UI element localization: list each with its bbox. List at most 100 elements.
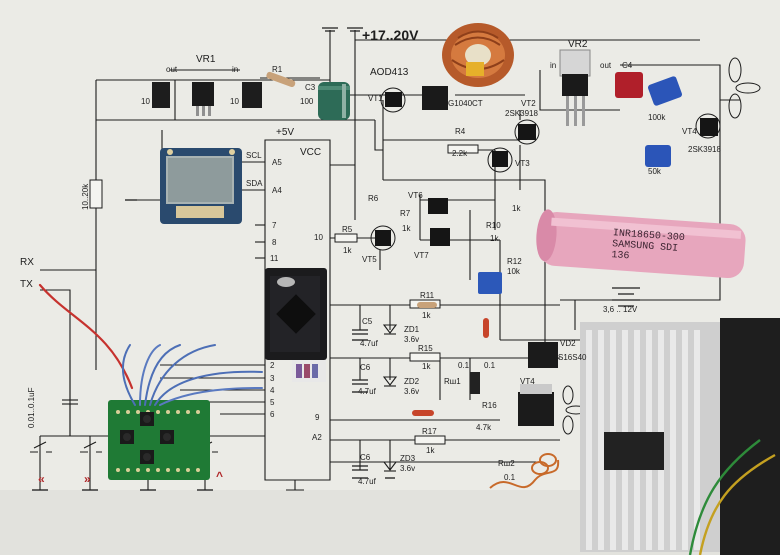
battery-range-label: 3,6 .. 12V bbox=[603, 305, 638, 314]
pin8-label: 8 bbox=[272, 238, 277, 247]
vr1-regulator bbox=[192, 82, 214, 116]
r12-label: R12 bbox=[507, 257, 522, 266]
vt4-top-part: 2SK3918 bbox=[688, 145, 721, 154]
pin4-label: 4 bbox=[270, 386, 275, 395]
pot-label: 100k bbox=[648, 113, 666, 122]
right-button-arrow: » bbox=[84, 472, 91, 486]
c1-label: 10 bbox=[141, 97, 150, 106]
r10-label: R10 bbox=[486, 221, 501, 230]
r17-label: R17 bbox=[422, 427, 437, 436]
c5-value: 4.7uf bbox=[360, 339, 378, 348]
zd1-value: 3.6v bbox=[404, 335, 420, 344]
a4-label: A4 bbox=[272, 186, 282, 195]
c6b-value: 4.7uf bbox=[358, 477, 376, 486]
shunt-rsh2 bbox=[489, 453, 560, 489]
vr1-label: VR1 bbox=[196, 54, 216, 65]
r17-value: 1k bbox=[426, 446, 435, 455]
vt4-top-label: VT4 bbox=[682, 127, 697, 136]
vt6-label: VT6 bbox=[408, 191, 423, 200]
c4-label: C4 bbox=[622, 61, 633, 70]
pin10-label: 10 bbox=[314, 233, 323, 242]
sda-label: SDA bbox=[246, 179, 263, 188]
zd1-label: ZD1 bbox=[404, 325, 420, 334]
rsh1-value-b: 0.1 bbox=[484, 361, 496, 370]
mcu-board bbox=[265, 268, 327, 382]
up-button-arrow: ^ bbox=[216, 469, 224, 483]
r4-label: R4 bbox=[455, 127, 466, 136]
toroid-inductor bbox=[442, 23, 514, 87]
cpu-supply-label: +5V bbox=[276, 127, 295, 138]
tx-label: TX bbox=[20, 279, 33, 290]
vd2-part: S16S40 bbox=[558, 353, 587, 362]
heatsink bbox=[580, 318, 780, 555]
rsh1-value-a: 0.1 bbox=[458, 361, 470, 370]
r5-label: R5 bbox=[342, 225, 353, 234]
zd2-value: 3.6v bbox=[404, 387, 420, 396]
zd3-value: 3.6v bbox=[400, 464, 416, 473]
left-button-arrow: « bbox=[38, 472, 45, 486]
c4-capacitor-red bbox=[615, 72, 643, 98]
vr2-label: VR2 bbox=[568, 39, 588, 50]
axial-resistors bbox=[412, 302, 489, 416]
vd2-diode bbox=[528, 342, 558, 368]
battery-cell bbox=[536, 209, 746, 279]
r1-label: R1 bbox=[272, 65, 283, 74]
pin11-label: 11 bbox=[270, 254, 279, 263]
rx-label: RX bbox=[20, 257, 34, 268]
c3-value: 100 bbox=[300, 97, 314, 106]
c2-capacitor bbox=[242, 82, 262, 108]
r10-value: 1k bbox=[490, 234, 499, 243]
diode-icon bbox=[382, 324, 398, 472]
vd2-label: VD2 bbox=[560, 339, 576, 348]
aod413-label: AOD413 bbox=[370, 67, 409, 78]
r12-value: 10k bbox=[507, 267, 520, 276]
c6b-label: C6 bbox=[360, 453, 371, 462]
r-pullup-label: 10..20k bbox=[81, 183, 90, 210]
r4-value: 2.2k bbox=[452, 149, 468, 158]
vt1-label: VT1 bbox=[368, 94, 383, 103]
r7-label: R7 bbox=[400, 209, 411, 218]
pin5-label: 5 bbox=[270, 398, 275, 407]
cpu-vcc-label: VCC bbox=[300, 147, 322, 158]
supply-label: +17..20V bbox=[362, 27, 419, 43]
in-label-1: in bbox=[232, 65, 239, 74]
capacitor-icon bbox=[352, 329, 368, 471]
r9-value: 1k bbox=[512, 204, 521, 213]
scl-label: SCL bbox=[246, 151, 262, 160]
rsh1-label: Rш1 bbox=[444, 377, 461, 386]
r16-value: 4.7k bbox=[476, 423, 492, 432]
pin3-label: 3 bbox=[270, 374, 275, 383]
vt4-tab bbox=[520, 384, 552, 394]
shunt-rsh1 bbox=[470, 372, 480, 394]
vt4-mosfet bbox=[518, 392, 554, 426]
r15-value: 1k bbox=[422, 362, 431, 371]
r16-label: R16 bbox=[482, 401, 497, 410]
oled-display bbox=[160, 148, 242, 224]
r7-value: 1k bbox=[402, 224, 411, 233]
c5-label: C5 bbox=[362, 317, 373, 326]
c3-capacitor bbox=[318, 82, 350, 120]
c2-label: 10 bbox=[230, 97, 239, 106]
zd3-label: ZD3 bbox=[400, 454, 416, 463]
ground-icon bbox=[32, 27, 395, 491]
pot-50k bbox=[645, 145, 671, 167]
c6a-label: C6 bbox=[360, 363, 371, 372]
r6-label: R6 bbox=[368, 194, 379, 203]
in-label-2: in bbox=[550, 61, 557, 70]
transistor-icon bbox=[370, 86, 721, 251]
vt7-label: VT7 bbox=[414, 251, 429, 260]
a5-label: A5 bbox=[272, 158, 282, 167]
r5-value: 1k bbox=[343, 246, 352, 255]
vt3-label: VT3 bbox=[515, 159, 530, 168]
button-pcb bbox=[108, 400, 210, 480]
pin9-label: 9 bbox=[315, 413, 320, 422]
vt2-part: 2SK3918 bbox=[505, 109, 538, 118]
pin7-label: 7 bbox=[272, 221, 277, 230]
vt4-label: VT4 bbox=[520, 377, 535, 386]
pot-100k bbox=[647, 76, 683, 106]
a2-label: A2 bbox=[312, 433, 322, 442]
out-label-1: out bbox=[166, 65, 178, 74]
ic-label: G1040CT bbox=[448, 99, 483, 108]
